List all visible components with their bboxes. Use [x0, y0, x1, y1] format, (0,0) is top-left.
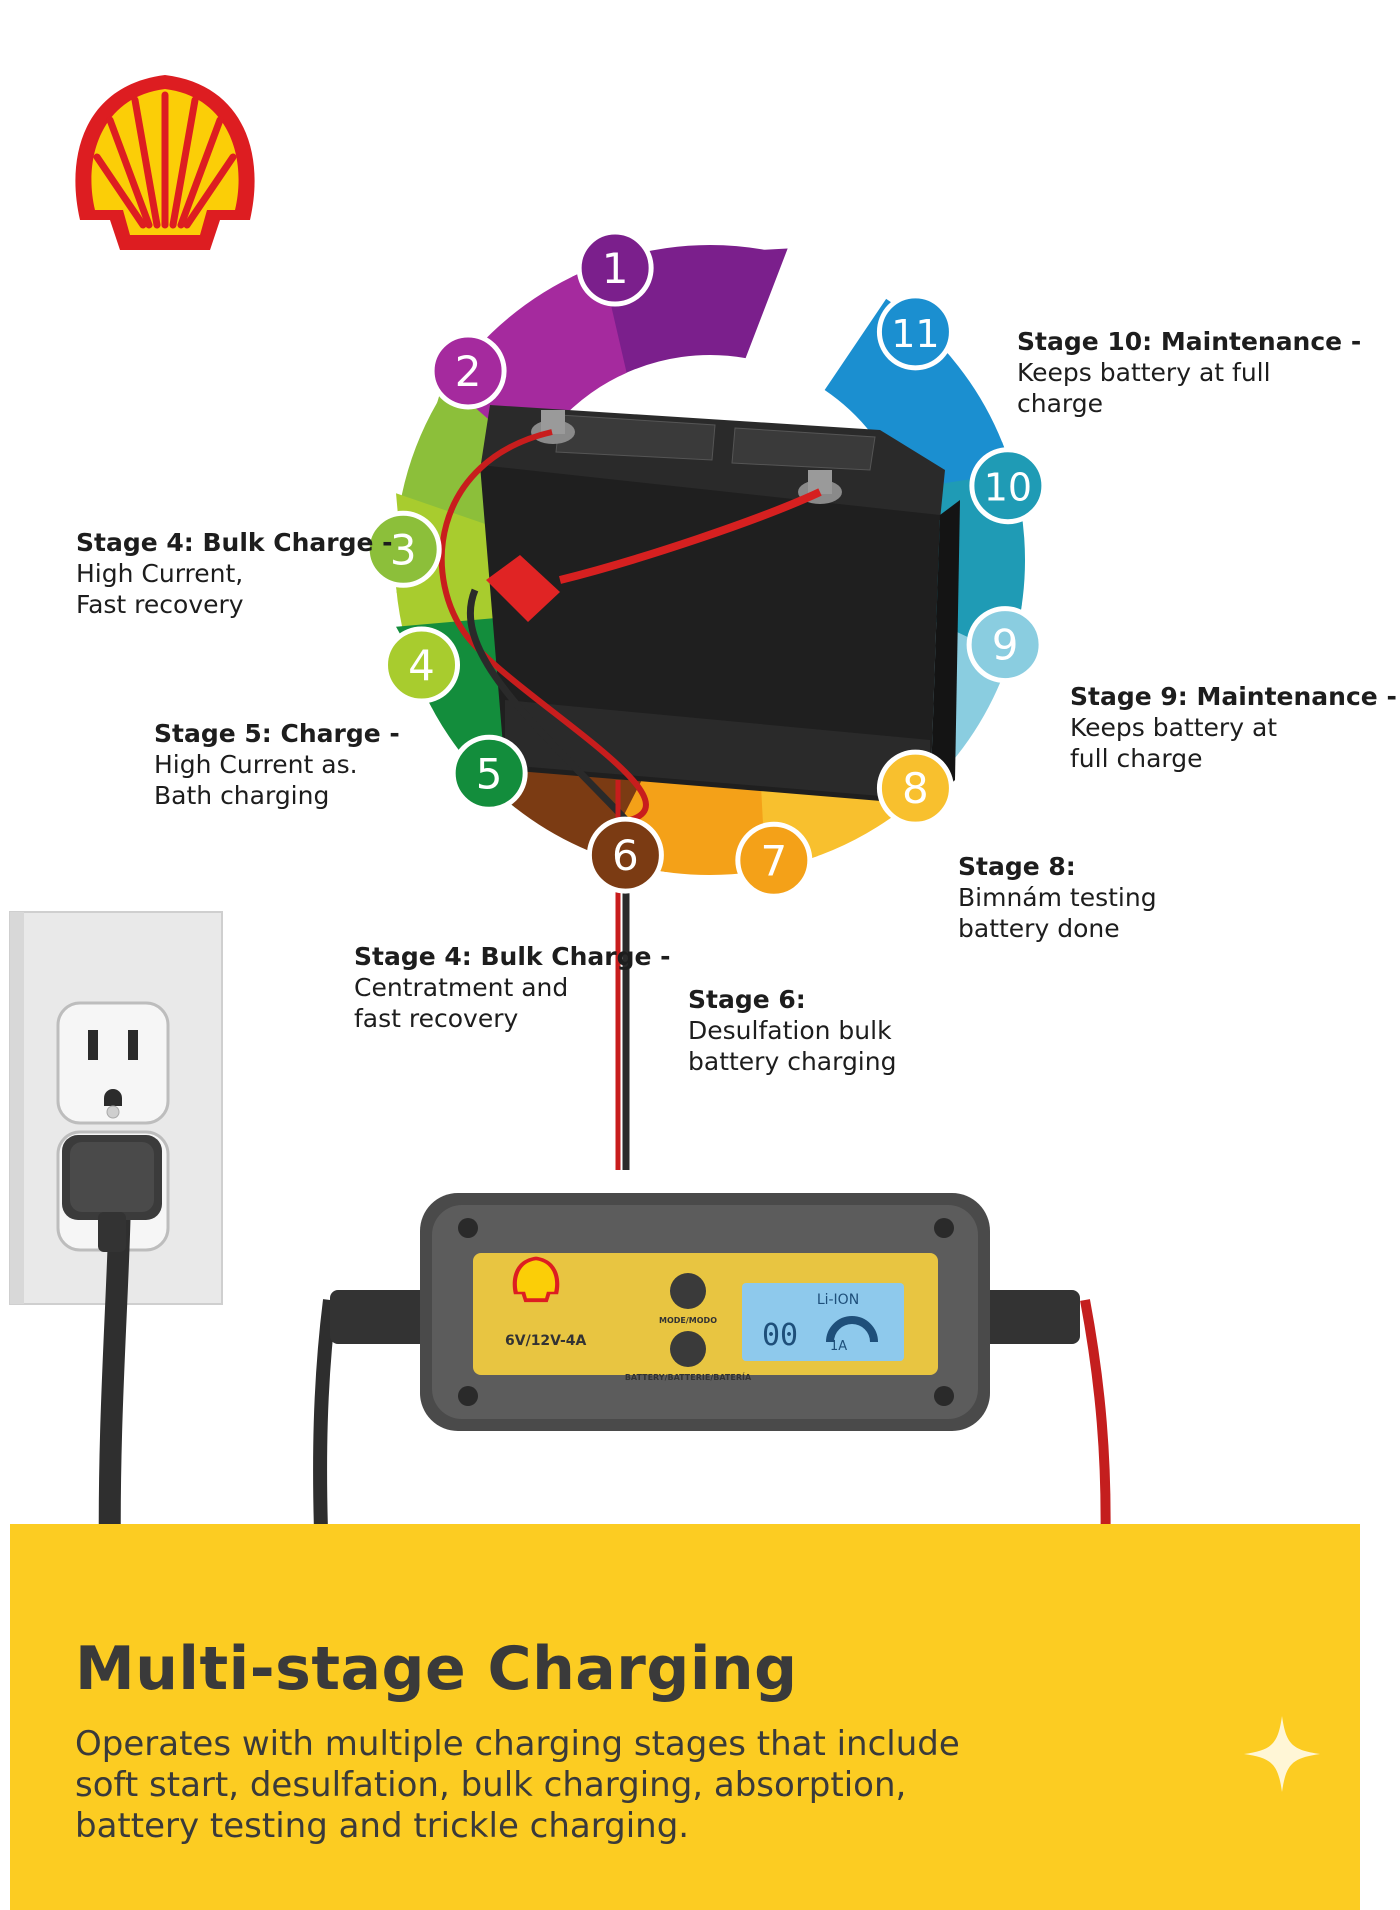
stage-badge-8: 8 [876, 749, 954, 827]
stage-segment-11 [824, 298, 1019, 490]
stage-badge-circle [586, 816, 664, 894]
stage-number: 5 [476, 749, 503, 798]
label-desc: charge [1017, 389, 1103, 418]
label-title: Stage 4: Bulk Charge - [76, 528, 393, 557]
banner-desc-line: soft start, desulfation, bulk charging, … [75, 1765, 907, 1805]
mode-label: MODE/MODO [659, 1316, 717, 1325]
stage-badge-circle [969, 447, 1047, 525]
label-desc: Keeps battery at [1070, 713, 1278, 742]
stage-number: 2 [455, 347, 482, 396]
label-desc: Centratment and [354, 973, 569, 1002]
stage-badge-circle [450, 734, 528, 812]
shell-pecten-logo [75, 75, 255, 250]
banner-description: Operates with multiple charging stages t… [75, 1724, 975, 1847]
battery-label: BATTERY/BATTERIE/BATERÍA [625, 1371, 752, 1382]
stage-segment-2 [437, 258, 627, 458]
label-desc: fast recovery [354, 1004, 519, 1033]
stage-badge-5: 5 [450, 734, 528, 812]
label-title: Stage 10: Maintenance - [1017, 327, 1362, 356]
stage-number: 1 [602, 244, 629, 293]
feature-banner: Multi-stage Charging Operates with multi… [10, 1524, 1360, 1910]
label-stage9: Stage 9: Maintenance - Keeps battery at … [1070, 681, 1397, 774]
label-title: Stage 5: Charge - [154, 719, 400, 748]
stage-badge-circle [576, 229, 654, 307]
stage-badge-6: 6 [586, 816, 664, 894]
banner-desc-line: Operates with multiple charging stages t… [75, 1724, 960, 1764]
stage-badge-circle [383, 626, 461, 704]
car-battery [480, 405, 960, 805]
label-title: Stage 6: [688, 985, 806, 1014]
stage-badges: 1 2 3 4 5 6 7 8 9 10 11 [364, 229, 1047, 899]
lcd-reading: 00 [762, 1318, 798, 1353]
lcd-chem-text: Li-ION [817, 1292, 859, 1308]
label-stage4-bulk: Stage 4: Bulk Charge - High Current, Fas… [76, 527, 393, 620]
label-desc: Bath charging [154, 781, 330, 810]
label-desc: battery done [958, 914, 1120, 943]
label-desc: High Current, [76, 559, 244, 588]
stage-badge-4: 4 [383, 626, 461, 704]
stage-badge-circle [429, 332, 507, 410]
label-desc: Keeps battery at full [1017, 358, 1271, 387]
stage-number: 9 [992, 621, 1019, 670]
stage-number: 7 [760, 836, 787, 885]
label-stage6: Stage 6: Desulfation bulk battery chargi… [688, 984, 896, 1077]
charger-shell-logo [512, 1256, 560, 1303]
stage-number: 3 [390, 525, 417, 574]
stage-badge-3: 3 [364, 510, 442, 588]
lcd-amps: 1A [830, 1339, 847, 1354]
label-desc: High Current as. [154, 750, 358, 779]
stage-badge-1: 1 [576, 229, 654, 307]
label-desc: Desulfation bulk [688, 1016, 892, 1045]
stage-badge-7: 7 [735, 821, 813, 899]
label-desc: Fast recovery [76, 590, 244, 619]
battery-charger [313, 1193, 1111, 1561]
label-stage10: Stage 10: Maintenance - Keeps battery at… [1017, 326, 1361, 419]
label-stage4-centratment: Stage 4: Bulk Charge - Centratment and f… [354, 941, 671, 1034]
power-plug [62, 1135, 162, 1561]
label-desc: battery charging [688, 1047, 897, 1076]
label-title: Stage 4: Bulk Charge - [354, 942, 671, 971]
stage-badge-9: 9 [966, 606, 1044, 684]
label-title: Stage 9: Maintenance - [1070, 682, 1397, 711]
stage-badge-11: 11 [876, 293, 954, 371]
label-stage8: Stage 8: Bimnám testing battery done [958, 851, 1157, 944]
sparkle-icon [1244, 1716, 1320, 1792]
banner-title: Multi-stage Charging [75, 1634, 798, 1704]
lcd-screen [742, 1283, 904, 1361]
stage-badge-10: 10 [969, 447, 1047, 525]
stage-badge-circle [364, 510, 442, 588]
label-stage5: Stage 5: Charge - High Current as. Bath … [154, 718, 400, 811]
banner-desc-line: battery testing and trickle charging. [75, 1806, 690, 1846]
stage-number: 11 [891, 312, 939, 356]
stage-number: 6 [612, 831, 639, 880]
stage-badge-circle [876, 293, 954, 371]
stage-badge-circle [966, 606, 1044, 684]
stage-number: 4 [408, 641, 435, 690]
label-title: Stage 8: [958, 852, 1076, 881]
label-desc: full charge [1070, 744, 1203, 773]
stage-badge-2: 2 [429, 332, 507, 410]
stage-number: 8 [902, 764, 929, 813]
stage-number: 10 [984, 466, 1032, 510]
stage-badge-circle [876, 749, 954, 827]
label-desc: Bimnám testing [958, 883, 1157, 912]
stage-badge-circle [735, 821, 813, 899]
charger-model-text: 6V/12V-4A [505, 1333, 587, 1349]
